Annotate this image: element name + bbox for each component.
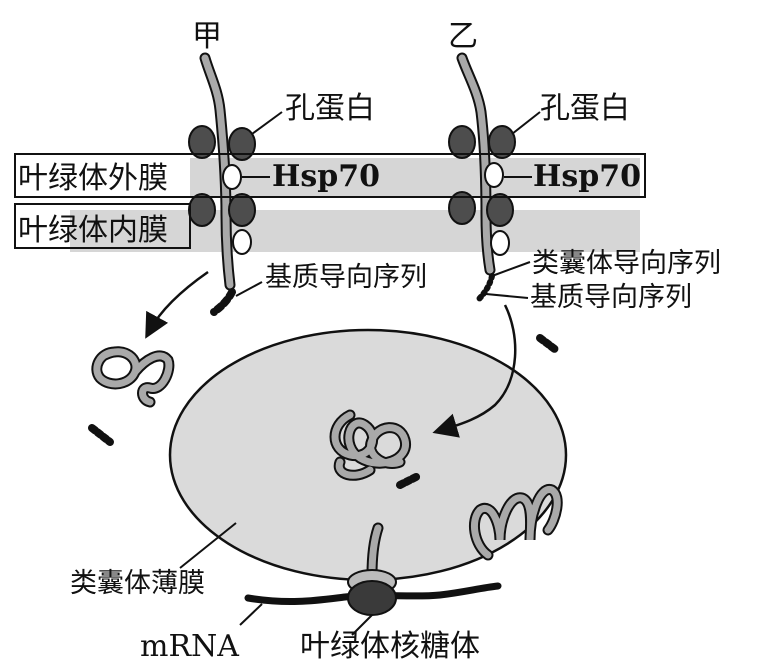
- thylakoid-protein-coil: [329, 409, 422, 489]
- ribosome: [347, 569, 397, 616]
- label-hsp70-right: Hsp70: [533, 159, 641, 194]
- label-thylakoid-signal-right: 类囊体导向序列: [532, 248, 721, 279]
- label-mrna: mRNA: [140, 629, 239, 664]
- label-ribosome: 叶绿体核糖体: [300, 629, 480, 664]
- label-inner-membrane: 叶绿体内膜: [18, 213, 168, 248]
- label-hsp70-left: Hsp70: [272, 159, 380, 194]
- label-pore-protein-right: 孔蛋白: [540, 91, 630, 126]
- porin-complex-right: [448, 125, 516, 227]
- label-stroma-signal-left: 基质导向序列: [265, 262, 427, 293]
- hsp70-shapes-right: [484, 162, 510, 256]
- label-yi: 乙: [448, 19, 478, 54]
- inner-membrane-label-box: [14, 203, 191, 249]
- label-jia: 甲: [192, 19, 222, 54]
- label-outer-membrane: 叶绿体外膜: [18, 161, 168, 196]
- stroma-protein-coil: [88, 346, 175, 446]
- hsp70-shapes-left: [222, 164, 252, 255]
- label-stroma-signal-right: 基质导向序列: [530, 282, 692, 313]
- leader-lines: [179, 111, 541, 636]
- nascent-chain: [366, 522, 384, 581]
- label-thylakoid-membrane: 类囊体薄膜: [70, 568, 205, 599]
- outer-membrane-label-box: [14, 153, 646, 198]
- protein-chain-jia: [199, 52, 236, 316]
- arrow-yi-to-thylakoid: [432, 304, 517, 438]
- inner-membrane-band: [70, 210, 640, 252]
- arrow-jia-to-stroma: [145, 270, 209, 339]
- thylakoid-membrane-protein: [468, 484, 563, 561]
- label-pore-protein-left: 孔蛋白: [285, 91, 375, 126]
- cleaved-signal-right: [536, 334, 560, 354]
- protein-chain-yi: [456, 52, 496, 303]
